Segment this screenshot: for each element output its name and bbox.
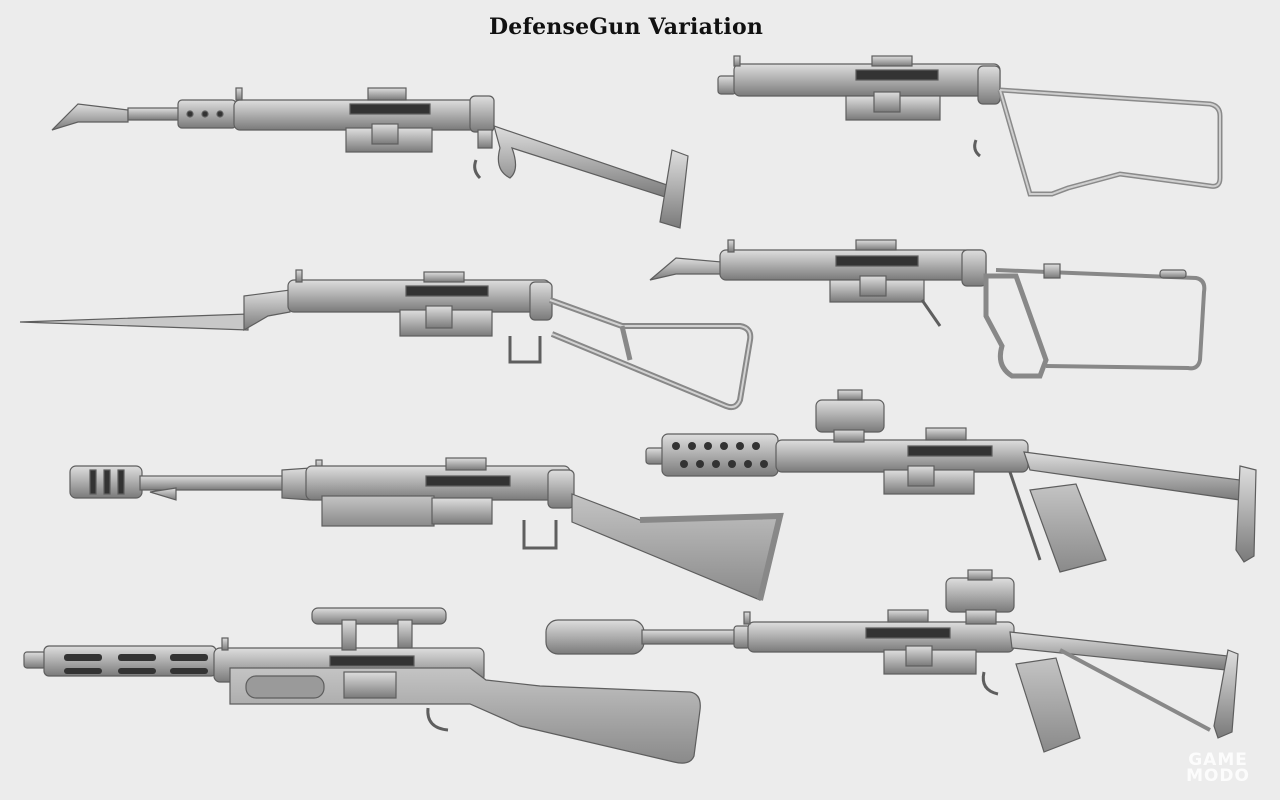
weapon-red-dot-folding-stock <box>645 389 1257 573</box>
weapon-bayonet <box>19 269 754 411</box>
watermark-line-2: MODO <box>1186 766 1250 786</box>
weapon-suppressed-red-dot <box>545 569 1239 753</box>
page-title: DefenseGun Variation <box>488 14 764 40</box>
watermark-logo: GAME MODO <box>1186 750 1250 786</box>
watermark-line-1: GAME <box>1188 750 1248 770</box>
weapon-wire-stock <box>717 55 1223 197</box>
weapon-flared-muzzle <box>51 87 689 229</box>
weapon-scoped-wooden-stock <box>23 607 701 764</box>
weapon-compensator <box>69 457 784 601</box>
weapon-folding-wire-stock <box>649 239 1207 379</box>
